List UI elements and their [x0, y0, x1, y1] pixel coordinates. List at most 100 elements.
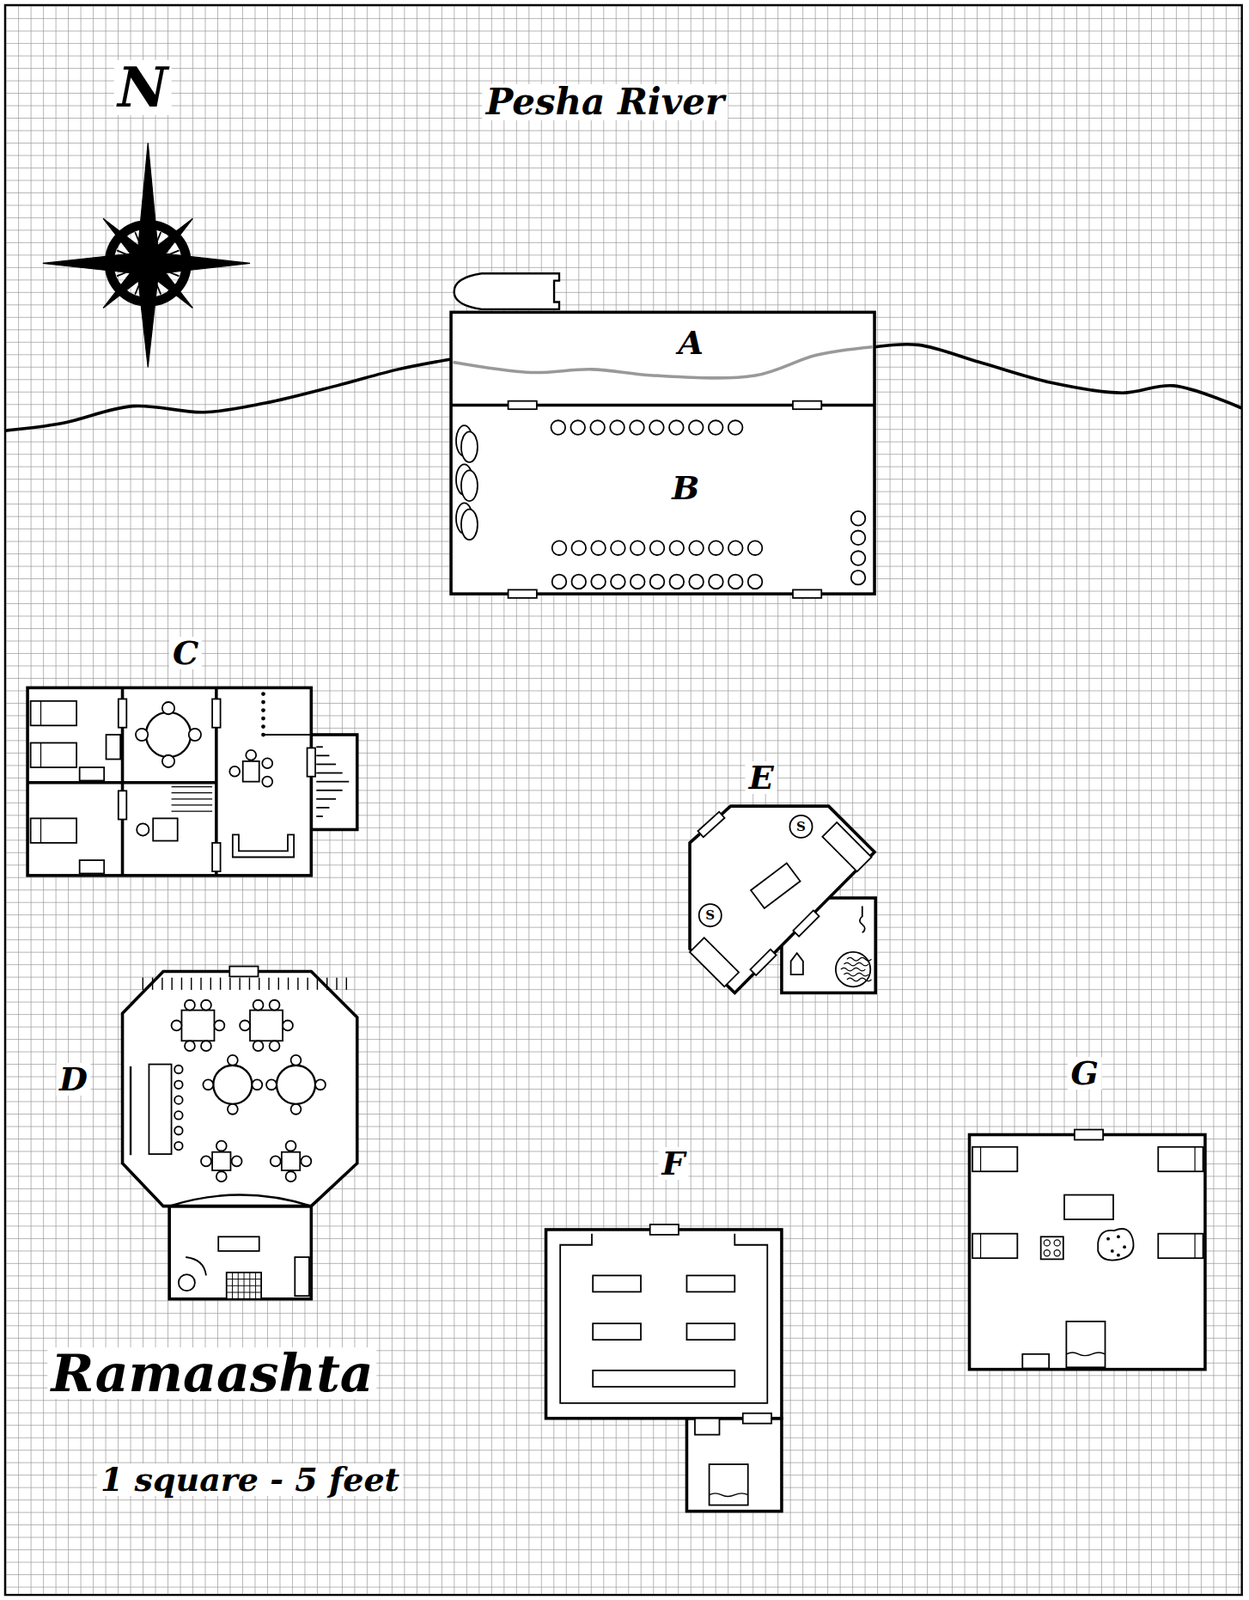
seat [851, 511, 866, 526]
chest [79, 767, 105, 780]
compass-spoke [146, 229, 150, 263]
door [508, 589, 537, 598]
sofa [232, 834, 294, 857]
bench [686, 1274, 735, 1292]
seat [590, 574, 606, 590]
seat [649, 420, 665, 435]
stage-edge [200, 977, 202, 990]
grid-line [5, 192, 1243, 194]
grid-line [914, 5, 916, 1595]
stair-step [171, 792, 214, 793]
cushion [461, 431, 478, 463]
chair [266, 1078, 277, 1090]
compass-spoke [147, 239, 172, 264]
map-border [5, 5, 1243, 1595]
grid-line [5, 1511, 1243, 1513]
chair [269, 999, 281, 1011]
chair [300, 1155, 311, 1166]
grid-line [5, 229, 1243, 231]
stage-edge [326, 977, 328, 990]
grid-line [5, 913, 1243, 915]
chair [269, 1040, 281, 1051]
bead-curtain [261, 691, 266, 696]
seat [650, 540, 665, 555]
seat [571, 540, 586, 555]
grid-line [5, 204, 1243, 206]
door [792, 401, 822, 410]
bed [30, 700, 77, 726]
grid-line [5, 1536, 1243, 1538]
grid-line [5, 1548, 1243, 1550]
tavern-building [122, 966, 358, 1299]
grid-line [865, 5, 866, 1595]
door [697, 811, 725, 837]
seat [669, 420, 684, 435]
blanket [1066, 1352, 1105, 1356]
stair-step [171, 804, 214, 805]
compass-spoke [124, 239, 149, 264]
seat [748, 574, 763, 590]
meeting-hall-building [546, 1224, 782, 1511]
burner [1054, 1249, 1061, 1256]
round-table [276, 1065, 316, 1104]
stage-edge [210, 977, 212, 990]
kitchen-arch [169, 1194, 311, 1207]
grid-line [5, 615, 1243, 617]
chair [291, 1103, 302, 1115]
bed-pillow [1194, 1233, 1195, 1259]
chair [291, 1054, 302, 1066]
grid-line [503, 5, 505, 1595]
grid-line [5, 1573, 1243, 1575]
stage-edge [181, 977, 183, 990]
map-scale: 1 square - 5 feet [97, 1462, 403, 1496]
chair [286, 1170, 297, 1182]
stage-edge [249, 977, 250, 990]
seat [570, 420, 585, 435]
bench [822, 822, 872, 872]
grid-line [453, 5, 455, 1595]
chair [270, 1155, 281, 1166]
grid-line [5, 1424, 1243, 1426]
round-table [213, 1065, 252, 1104]
grid-line [541, 5, 543, 1595]
rug-pattern [1110, 1249, 1115, 1253]
rug-pattern [1122, 1244, 1127, 1249]
grid-line [5, 926, 1243, 928]
grill [226, 1278, 262, 1280]
chair [202, 1078, 214, 1090]
grid-line [5, 67, 1243, 69]
stair-step [316, 815, 323, 817]
grid-line [939, 5, 941, 1595]
grid-line [1237, 5, 1239, 1595]
stage-edge [268, 977, 269, 990]
stair-step [316, 745, 323, 748]
building-letter: B [668, 471, 703, 505]
chair [315, 1078, 326, 1090]
cushion [461, 469, 478, 501]
door [307, 747, 317, 776]
boat [454, 273, 560, 310]
door [118, 698, 128, 727]
rug-pattern [1116, 1253, 1121, 1257]
bed [1066, 1321, 1105, 1367]
stage-edge [170, 977, 172, 990]
stage-edge [238, 977, 240, 990]
river-bank [452, 347, 872, 378]
stage-edge [287, 977, 289, 990]
bed-pillow [980, 1233, 981, 1259]
building-letter: F [658, 1146, 689, 1180]
grid-line [478, 5, 480, 1595]
grid-line [951, 5, 953, 1595]
bed-pillow [40, 743, 42, 768]
chair [216, 1170, 227, 1182]
chair [184, 1040, 195, 1051]
grid-line [5, 901, 1243, 903]
stair-step [316, 789, 342, 792]
grid-line [5, 217, 1243, 219]
seat [728, 420, 744, 435]
seat [851, 550, 866, 566]
table [249, 1010, 283, 1042]
rug [1097, 1228, 1134, 1261]
compass-spoke [116, 262, 148, 276]
grid-line [5, 1449, 1243, 1451]
